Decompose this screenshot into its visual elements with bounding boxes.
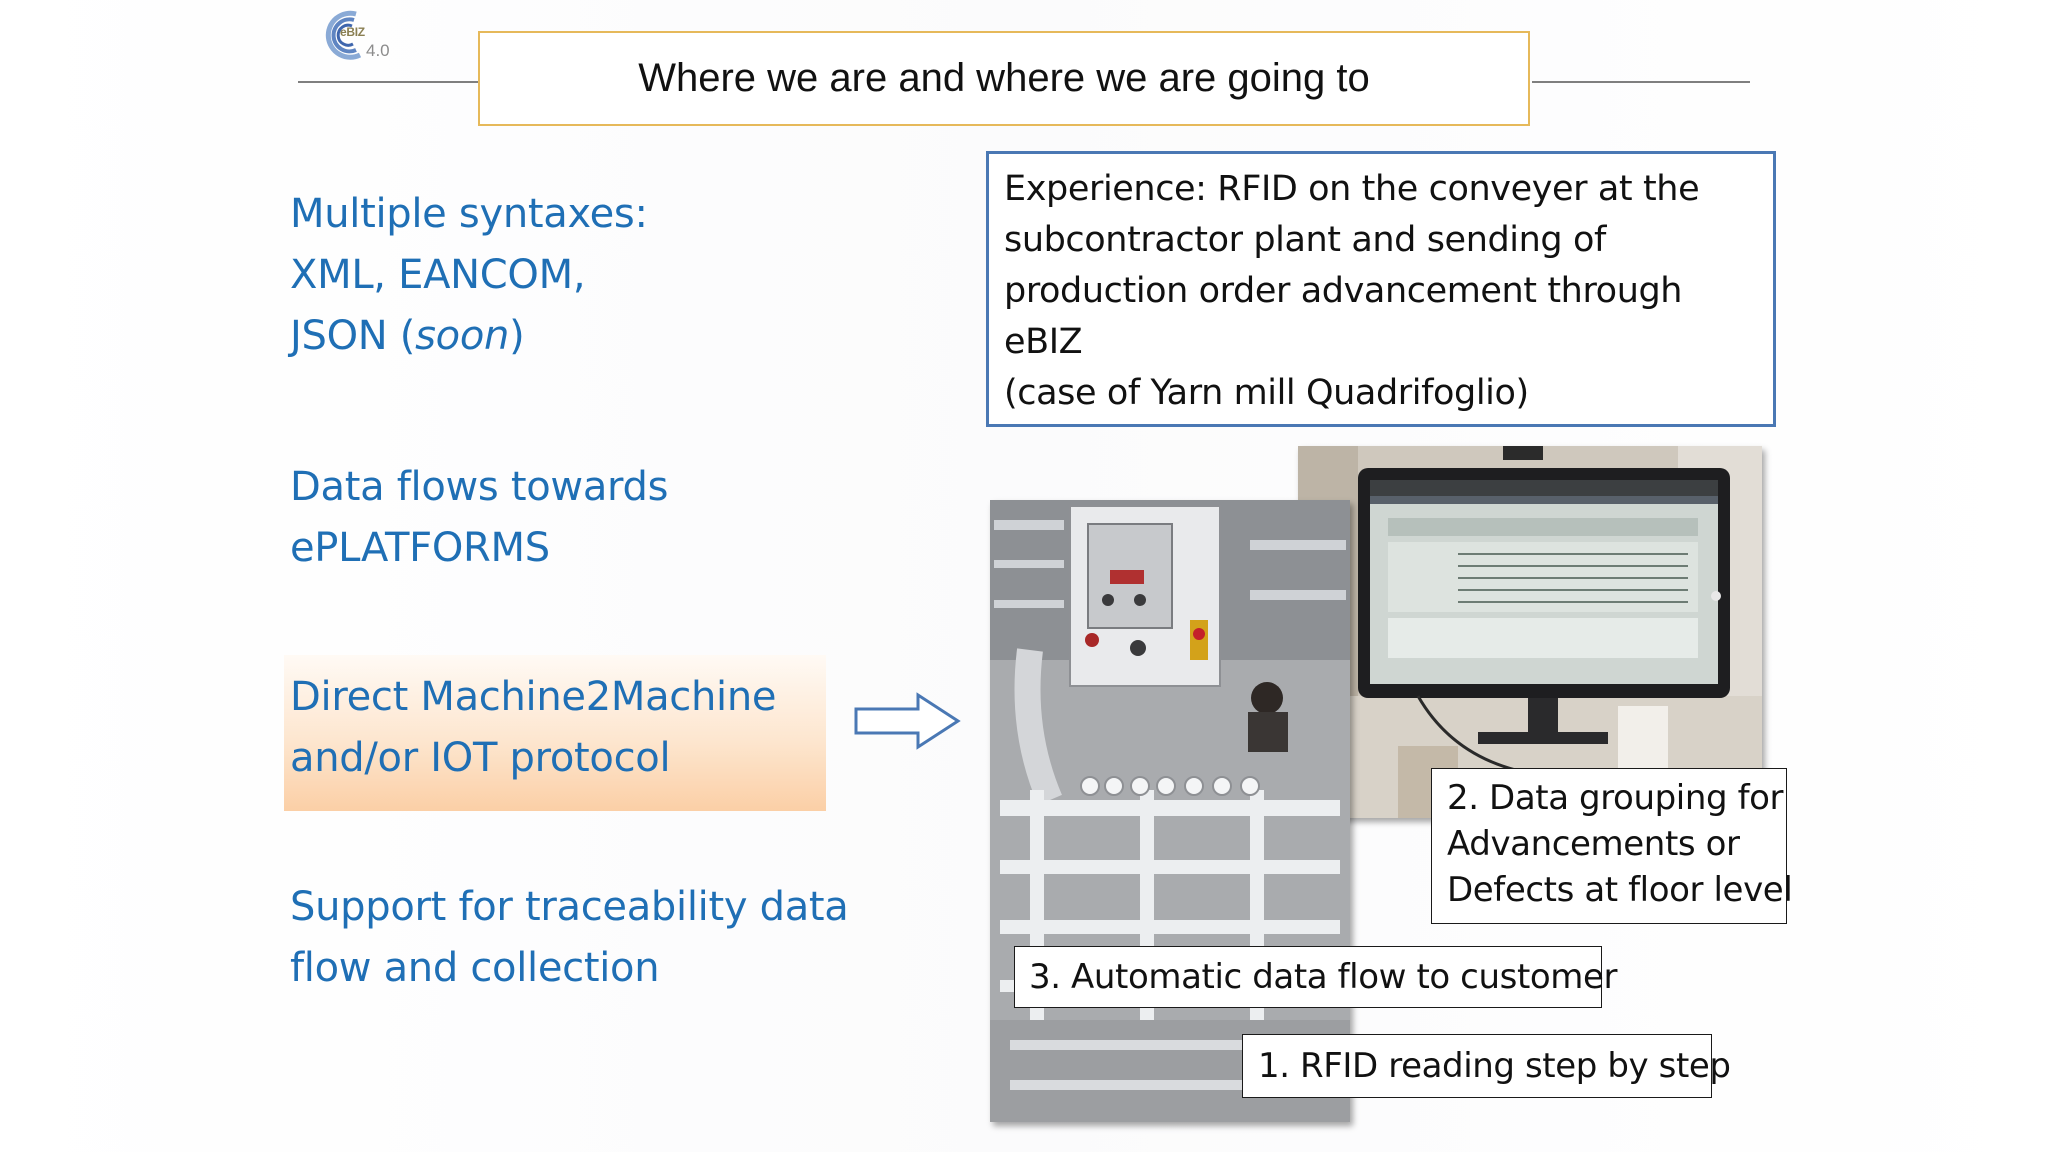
logo-brand-text: eBIZ xyxy=(340,25,365,39)
bullet-line-italic: soon xyxy=(415,313,510,359)
experience-line: Experience: RFID on the conveyer at the xyxy=(1004,169,1700,209)
header-rule-right xyxy=(1532,81,1750,83)
slide-title: Where we are and where we are going to xyxy=(638,56,1370,100)
bullet-syntaxes: Multiple syntaxes: XML, EANCOM, JSON (so… xyxy=(290,184,648,367)
monitor-photo xyxy=(1298,446,1762,818)
bullet-machine2machine: Direct Machine2Machine and/or IOT protoc… xyxy=(290,667,777,789)
callout-automatic-data-flow: 3. Automatic data flow to customer xyxy=(1014,946,1618,1008)
bullet-line: Direct Machine2Machine xyxy=(290,674,777,720)
bullet-line: flow and collection xyxy=(290,945,660,991)
bullet-line: XML, EANCOM, xyxy=(290,252,586,298)
right-arrow-outline-icon xyxy=(854,692,961,750)
bullet-line: ePLATFORMS xyxy=(290,525,550,571)
bullet-line: and/or IOT protocol xyxy=(290,735,671,781)
bullet-line: Support for traceability data xyxy=(290,884,849,930)
callout-line: Advancements or xyxy=(1447,824,1740,864)
logo-version-text: 4.0 xyxy=(366,41,390,60)
callout-line: 2. Data grouping for xyxy=(1447,778,1784,818)
experience-line: production order advancement through xyxy=(1004,271,1683,311)
experience-line: (case of Yarn mill Quadrifoglio) xyxy=(1004,373,1529,413)
callout-data-grouping: 2. Data grouping for Advancements or Def… xyxy=(1431,768,1793,924)
title-box: Where we are and where we are going to xyxy=(478,31,1530,126)
callout-rfid-reading: 1. RFID reading step by step xyxy=(1242,1034,1731,1098)
bullet-line: JSON (soon) xyxy=(290,306,648,367)
callout-line: Defects at floor level xyxy=(1447,870,1793,910)
factory-photo xyxy=(990,500,1350,1122)
factory-photo-illustration xyxy=(990,500,1350,1122)
bullet-data-flows: Data flows towards ePLATFORMS xyxy=(290,457,668,579)
experience-box: Experience: RFID on the conveyer at the … xyxy=(986,151,1776,427)
highlight-background xyxy=(284,655,826,811)
callout-line: 1. RFID reading step by step xyxy=(1258,1046,1731,1086)
bullet-line: Data flows towards xyxy=(290,464,669,510)
ebiz-swirl-logo-icon xyxy=(325,10,362,60)
experience-line: eBIZ xyxy=(1004,322,1083,362)
bullet-line: Multiple syntaxes: xyxy=(290,191,648,237)
header-rule-left xyxy=(298,81,480,83)
bullet-traceability: Support for traceability data flow and c… xyxy=(290,877,849,999)
callout-line: 3. Automatic data flow to customer xyxy=(1029,957,1618,997)
monitor-photo-illustration xyxy=(1298,446,1762,818)
experience-line: subcontractor plant and sending of xyxy=(1004,220,1606,260)
bullet-line-prefix: JSON ( xyxy=(290,313,416,359)
bullet-line-suffix: ) xyxy=(509,313,525,359)
ebiz-logo: eBIZ 4.0 xyxy=(316,8,406,64)
